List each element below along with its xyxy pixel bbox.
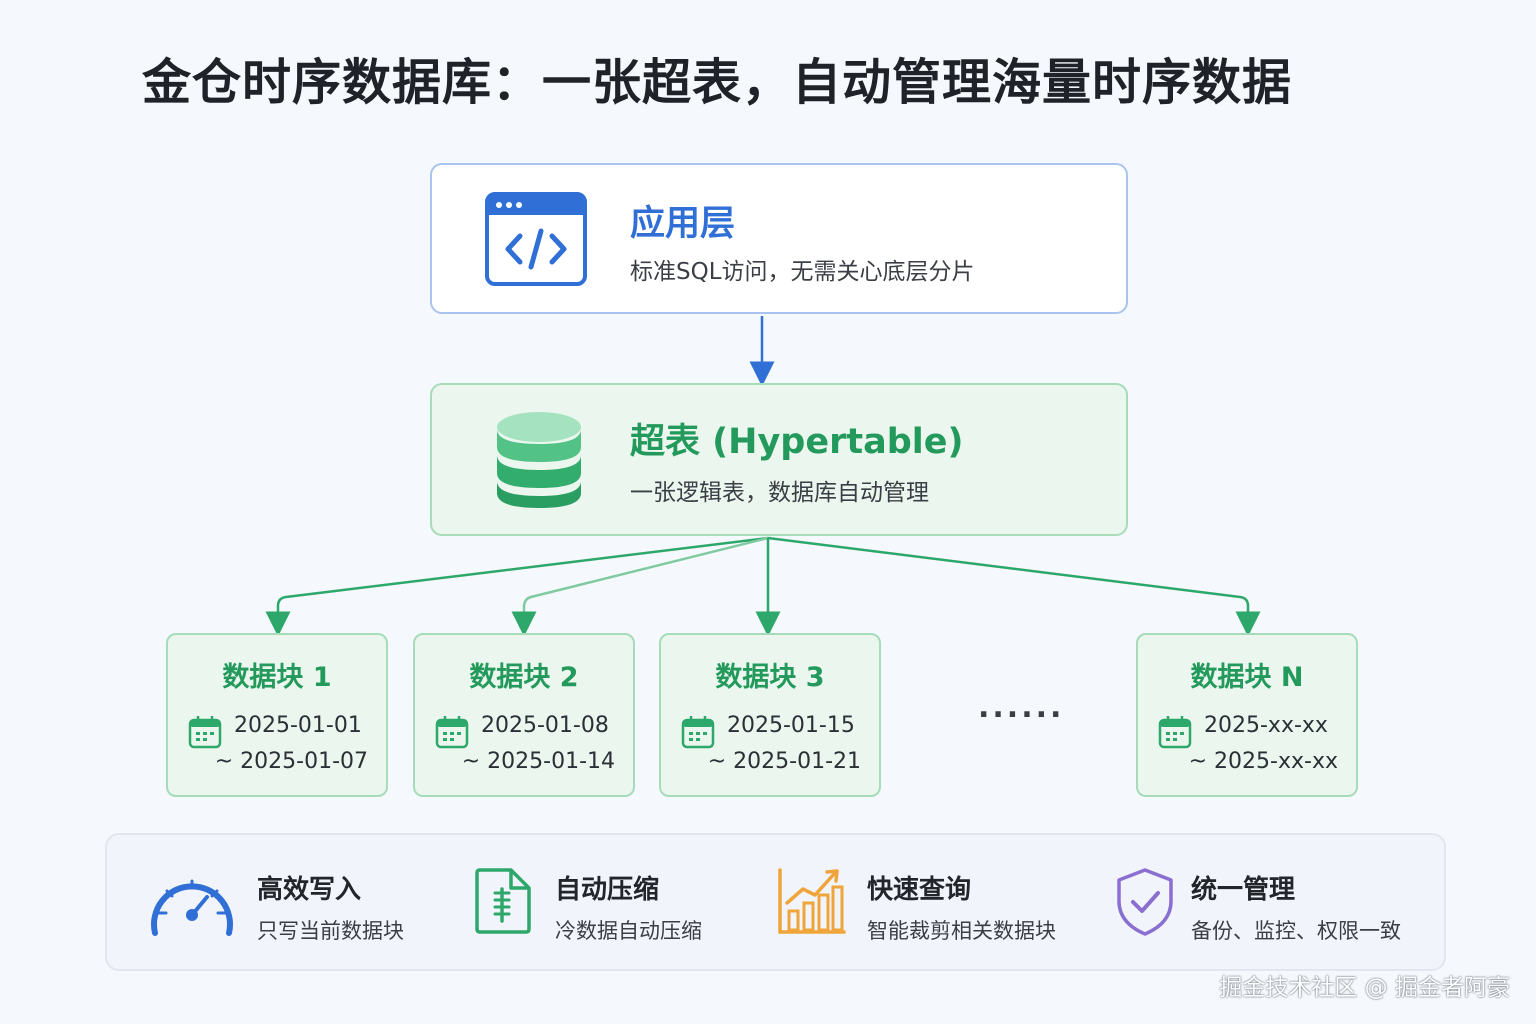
chunk-start-date: 2025-01-15 xyxy=(727,713,855,738)
calendar-icon xyxy=(681,715,715,753)
chunks-ellipsis: ...... xyxy=(978,690,1065,725)
chunk-start-date: 2025-01-01 xyxy=(234,713,362,738)
app-layer-title: 应用层 xyxy=(630,204,736,244)
calendar-icon xyxy=(1158,715,1192,753)
app-layer-desc: 标准SQL访问，无需关心底层分片 xyxy=(630,259,975,285)
feature-desc: 冷数据自动压缩 xyxy=(555,919,702,943)
chunk-start-date: 2025-01-08 xyxy=(481,713,609,738)
chunk-end-date: ~ 2025-01-14 xyxy=(461,749,615,774)
calendar-icon xyxy=(188,715,222,753)
page-title: 金仓时序数据库：一张超表，自动管理海量时序数据 xyxy=(142,54,1293,111)
chunk-title: 数据块 3 xyxy=(715,662,825,693)
chunk-end-date: ~ 2025-01-21 xyxy=(707,749,861,774)
chunk-title: 数据块 2 xyxy=(469,662,579,693)
arrow-to-chunk-2 xyxy=(511,536,769,637)
compress-file-icon xyxy=(473,867,533,939)
database-icon xyxy=(494,409,584,515)
shield-check-icon xyxy=(1115,867,1175,941)
code-window-icon xyxy=(484,191,588,291)
watermark: 掘金技术社区 @ 掘金者阿豪 xyxy=(1219,975,1510,1001)
feature-title: 快速查询 xyxy=(867,875,972,905)
chunk-title: 数据块 N xyxy=(1190,662,1304,693)
chunk-title: 数据块 1 xyxy=(222,662,332,693)
app-layer-box: 应用层 标准SQL访问，无需关心底层分片 xyxy=(430,163,1128,314)
growth-chart-icon xyxy=(777,867,847,939)
feature-desc: 备份、监控、权限一致 xyxy=(1191,919,1401,943)
chunk-card: 数据块 2 2025-01-08 ~ 2025-01-14 xyxy=(413,633,635,797)
feature-desc: 只写当前数据块 xyxy=(257,919,404,943)
hypertable-box: 超表 (Hypertable) 一张逻辑表，数据库自动管理 xyxy=(430,383,1128,536)
chunk-card: 数据块 N 2025-xx-xx ~ 2025-xx-xx xyxy=(1136,633,1358,797)
chunk-end-date: ~ 2025-01-07 xyxy=(214,749,368,774)
chunk-card: 数据块 3 2025-01-15 ~ 2025-01-21 xyxy=(659,633,881,797)
hypertable-title: 超表 (Hypertable) xyxy=(630,422,964,462)
feature-title: 统一管理 xyxy=(1191,875,1296,905)
chunk-start-date: 2025-xx-xx xyxy=(1204,713,1328,738)
feature-desc: 智能裁剪相关数据块 xyxy=(867,919,1056,943)
hypertable-desc: 一张逻辑表，数据库自动管理 xyxy=(630,480,929,506)
arrow-to-chunk-1 xyxy=(265,536,769,637)
arrow-to-chunk-n xyxy=(767,536,1261,637)
chunk-end-date: ~ 2025-xx-xx xyxy=(1188,749,1338,774)
features-panel: 高效写入 只写当前数据块 自动压缩 冷数据自动压缩 xyxy=(105,833,1446,971)
calendar-icon xyxy=(435,715,469,753)
feature-title: 高效写入 xyxy=(257,875,362,905)
feature-title: 自动压缩 xyxy=(555,875,660,905)
chunk-card: 数据块 1 2025-01-01 ~ 2025-01-07 xyxy=(166,633,388,797)
speedometer-icon xyxy=(147,867,237,943)
